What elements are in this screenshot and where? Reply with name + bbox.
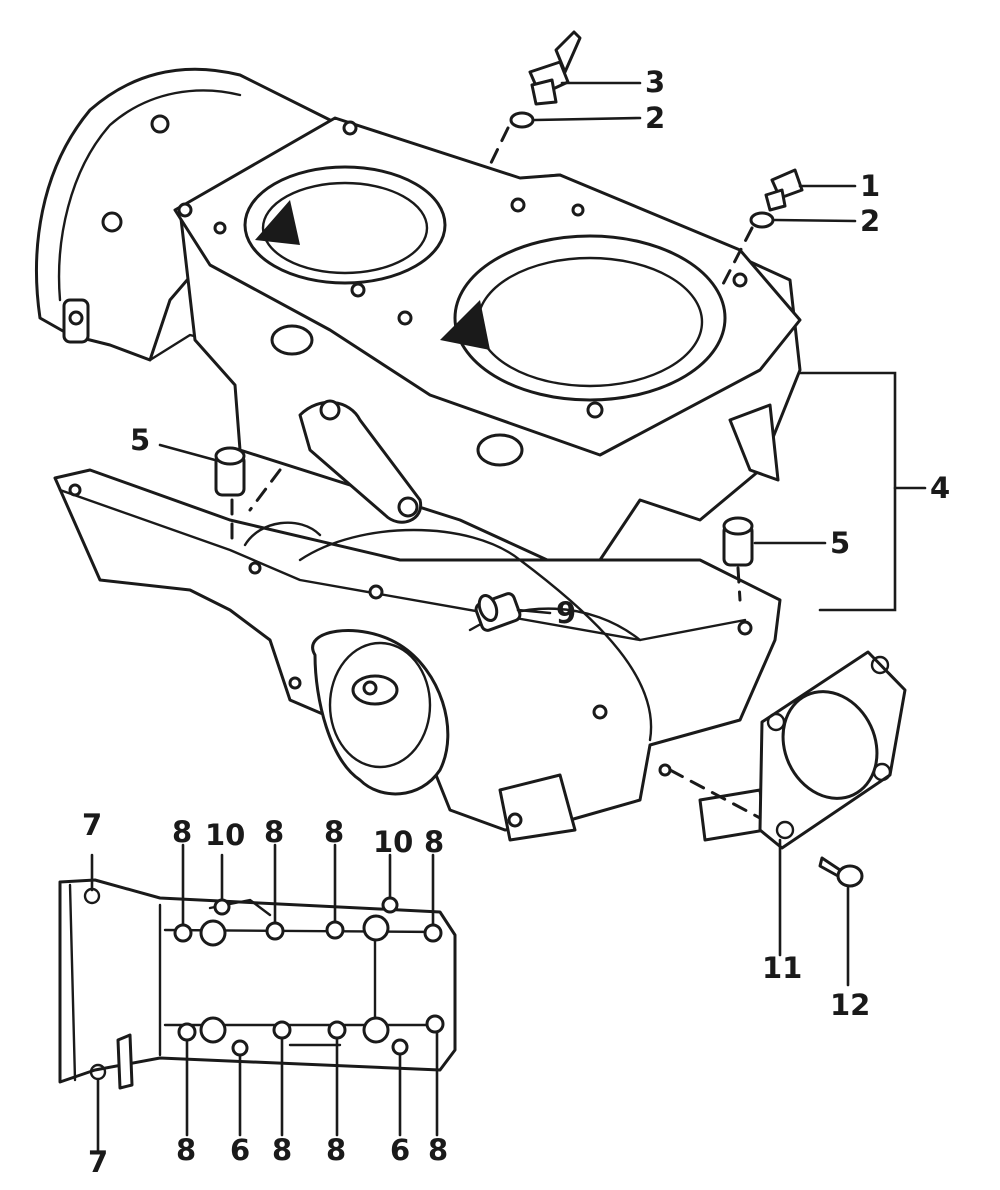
callout-8-top-2: 8: [264, 815, 284, 849]
callout-8-top-1: 8: [172, 815, 192, 849]
callout-10-right: 10: [373, 825, 413, 859]
callout-5-right: 5: [830, 526, 850, 560]
callout-labels: 3 2 1 2 4 5 5 9 11 12 7 7 8 8 8 8 10 10 …: [82, 65, 950, 1179]
part-5-dowel-left: [214, 446, 246, 497]
callout-11: 11: [762, 951, 802, 985]
callout-6-right: 6: [390, 1133, 410, 1167]
part-12-screw: [818, 856, 864, 888]
upper-crankcase: [35, 67, 802, 577]
callout-6-left: 6: [230, 1133, 250, 1167]
part-2-washer-upper: [509, 111, 535, 129]
part-9-bushing: [474, 592, 522, 632]
part-11-cover-plate: [758, 650, 907, 850]
callout-2-lower: 2: [860, 204, 880, 238]
callout-2-upper: 2: [645, 101, 665, 135]
callout-8-bottom-3: 8: [326, 1133, 346, 1167]
callout-3: 3: [645, 65, 665, 99]
callout-8-top-4: 8: [424, 825, 444, 859]
lower-crankcase: [53, 468, 782, 842]
assembly-lines: [230, 126, 762, 820]
part-2-washer-lower: [749, 211, 775, 229]
callout-8-top-3: 8: [324, 815, 344, 849]
part-3-fitting: [528, 30, 582, 106]
part-5-dowel-right: [722, 516, 754, 567]
callout-7-top: 7: [82, 808, 102, 842]
callout-1: 1: [860, 169, 880, 203]
callout-7-bottom: 7: [88, 1145, 108, 1179]
inset-bottom-view: [58, 878, 457, 1090]
callout-4: 4: [930, 471, 950, 505]
callout-9: 9: [556, 596, 576, 630]
callout-12: 12: [830, 988, 870, 1022]
callout-8-bottom-1: 8: [176, 1133, 196, 1167]
callout-10-left: 10: [205, 818, 245, 852]
callout-5-left: 5: [130, 423, 150, 457]
leader-lines: [90, 81, 927, 1152]
callout-8-bottom-4: 8: [428, 1133, 448, 1167]
part-1-plug: [764, 168, 804, 212]
callout-8-bottom-2: 8: [272, 1133, 292, 1167]
